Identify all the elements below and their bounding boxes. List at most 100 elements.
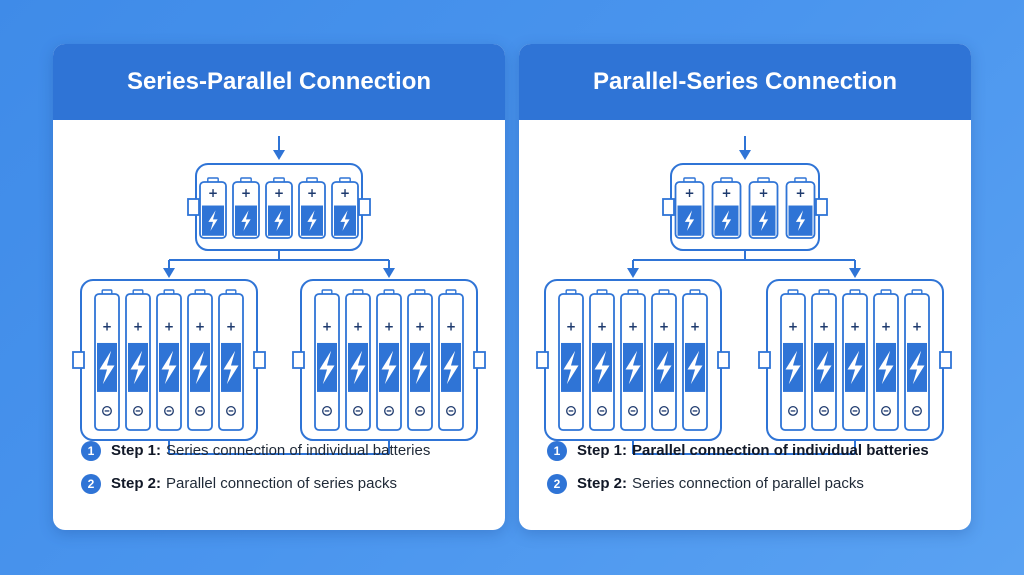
step-2: 2 Step 2:Parallel connection of series p…	[81, 474, 485, 494]
lightning-bolt-icon	[223, 350, 239, 385]
pack-connector-right	[358, 198, 371, 216]
pack-connector-left	[292, 351, 305, 369]
battery-cell: +	[558, 289, 584, 431]
step-description: Series connection of parallel packs	[632, 475, 864, 492]
battery-cell: +	[376, 289, 402, 431]
battery-cell: +	[620, 289, 646, 431]
battery-cell: +	[94, 289, 120, 431]
pack-connector-left	[72, 351, 85, 369]
step-number-badge: 2	[81, 474, 101, 494]
battery-cell: +	[811, 289, 837, 431]
step-number-badge: 1	[81, 441, 101, 461]
battery-cell: +	[156, 289, 182, 431]
lightning-bolt-icon	[563, 350, 579, 385]
battery-cell: +	[187, 289, 213, 431]
minus-circle	[912, 406, 922, 416]
battery-diagram: +++++++++++++++	[72, 136, 486, 455]
battery-cell: +	[218, 289, 244, 431]
plus-sign: +	[274, 186, 284, 200]
panel-parallel-series: Parallel-Series Connection +++++++++++++…	[519, 44, 971, 530]
lightning-bolt-icon	[350, 350, 366, 385]
lightning-bolt-icon	[161, 350, 177, 385]
minus-circle	[566, 406, 576, 416]
lightning-bolt-icon	[625, 350, 641, 385]
minus-circle	[164, 406, 174, 416]
battery-cell: +	[748, 177, 779, 239]
panel-title: Parallel-Series Connection	[519, 44, 971, 120]
bottom-pack-right: +++++	[292, 279, 486, 441]
battery-cell: +	[711, 177, 742, 239]
lightning-bolt-icon	[99, 350, 115, 385]
lightning-bolt-icon	[656, 350, 672, 385]
plus-sign: +	[788, 320, 798, 334]
battery-cell: +	[265, 177, 293, 239]
step-label: Step 1:	[577, 442, 628, 459]
pack-connector-left	[662, 198, 675, 216]
battery-cell: +	[674, 177, 705, 239]
lightning-bolt-icon	[878, 350, 894, 385]
minus-circle	[597, 406, 607, 416]
lightning-bolt-icon	[381, 350, 397, 385]
step-description: Parallel connection of series packs	[166, 475, 397, 492]
plus-sign: +	[164, 320, 174, 334]
step-number-badge: 1	[547, 441, 567, 461]
plus-sign: +	[322, 320, 332, 334]
minus-circle	[628, 406, 638, 416]
lightning-bolt-icon	[721, 210, 732, 231]
battery-cell: +	[682, 289, 708, 431]
battery-cell: +	[651, 289, 677, 431]
minus-circle	[850, 406, 860, 416]
battery-cell: +	[314, 289, 340, 431]
plus-sign: +	[659, 320, 669, 334]
lightning-bolt-icon	[412, 350, 428, 385]
plus-sign: +	[353, 320, 363, 334]
minus-circle	[322, 406, 332, 416]
lightning-bolt-icon	[208, 210, 218, 231]
lightning-bolt-icon	[684, 210, 695, 231]
battery-cell: +	[345, 289, 371, 431]
minus-circle	[415, 406, 425, 416]
pack-connector-right	[815, 198, 828, 216]
plus-sign: +	[102, 320, 112, 334]
steps-list: 1 Step 1:Series connection of individual…	[81, 441, 485, 508]
step-label: Step 1:	[111, 442, 162, 459]
plus-sign: +	[758, 186, 768, 200]
plus-sign: +	[384, 320, 394, 334]
plus-sign: +	[195, 320, 205, 334]
plus-sign: +	[566, 320, 576, 334]
pack-connector-right	[253, 351, 266, 369]
plus-sign: +	[241, 186, 251, 200]
minus-circle	[102, 406, 112, 416]
plus-sign: +	[721, 186, 731, 200]
arrow-down-icon	[627, 268, 639, 278]
lightning-bolt-icon	[307, 210, 317, 231]
lightning-bolt-icon	[795, 210, 806, 231]
plus-sign: +	[684, 186, 694, 200]
battery-cell: +	[232, 177, 260, 239]
lightning-bolt-icon	[909, 350, 925, 385]
panel-title: Series-Parallel Connection	[53, 44, 505, 120]
battery-cell: +	[298, 177, 326, 239]
battery-cell: +	[407, 289, 433, 431]
plus-sign: +	[912, 320, 922, 334]
plus-sign: +	[881, 320, 891, 334]
minus-circle	[690, 406, 700, 416]
step-1: 1 Step 1:Series connection of individual…	[81, 441, 485, 461]
step-label: Step 2:	[111, 475, 162, 492]
lightning-bolt-icon	[687, 350, 703, 385]
plus-sign: +	[628, 320, 638, 334]
plus-sign: +	[340, 186, 350, 200]
arrow-down-icon	[273, 150, 285, 160]
minus-circle	[195, 406, 205, 416]
battery-cell: +	[199, 177, 227, 239]
pack-connector-right	[473, 351, 486, 369]
plus-sign: +	[795, 186, 805, 200]
pack-connector-right	[717, 351, 730, 369]
panel-series-parallel: Series-Parallel Connection + + + + + + + + + + + + +…	[53, 44, 505, 530]
battery-cell: +	[873, 289, 899, 431]
bottom-pack-left: +++++	[72, 279, 266, 441]
minus-circle	[788, 406, 798, 416]
lightning-bolt-icon	[340, 210, 350, 231]
minus-circle	[353, 406, 363, 416]
battery-cell: +	[331, 177, 359, 239]
